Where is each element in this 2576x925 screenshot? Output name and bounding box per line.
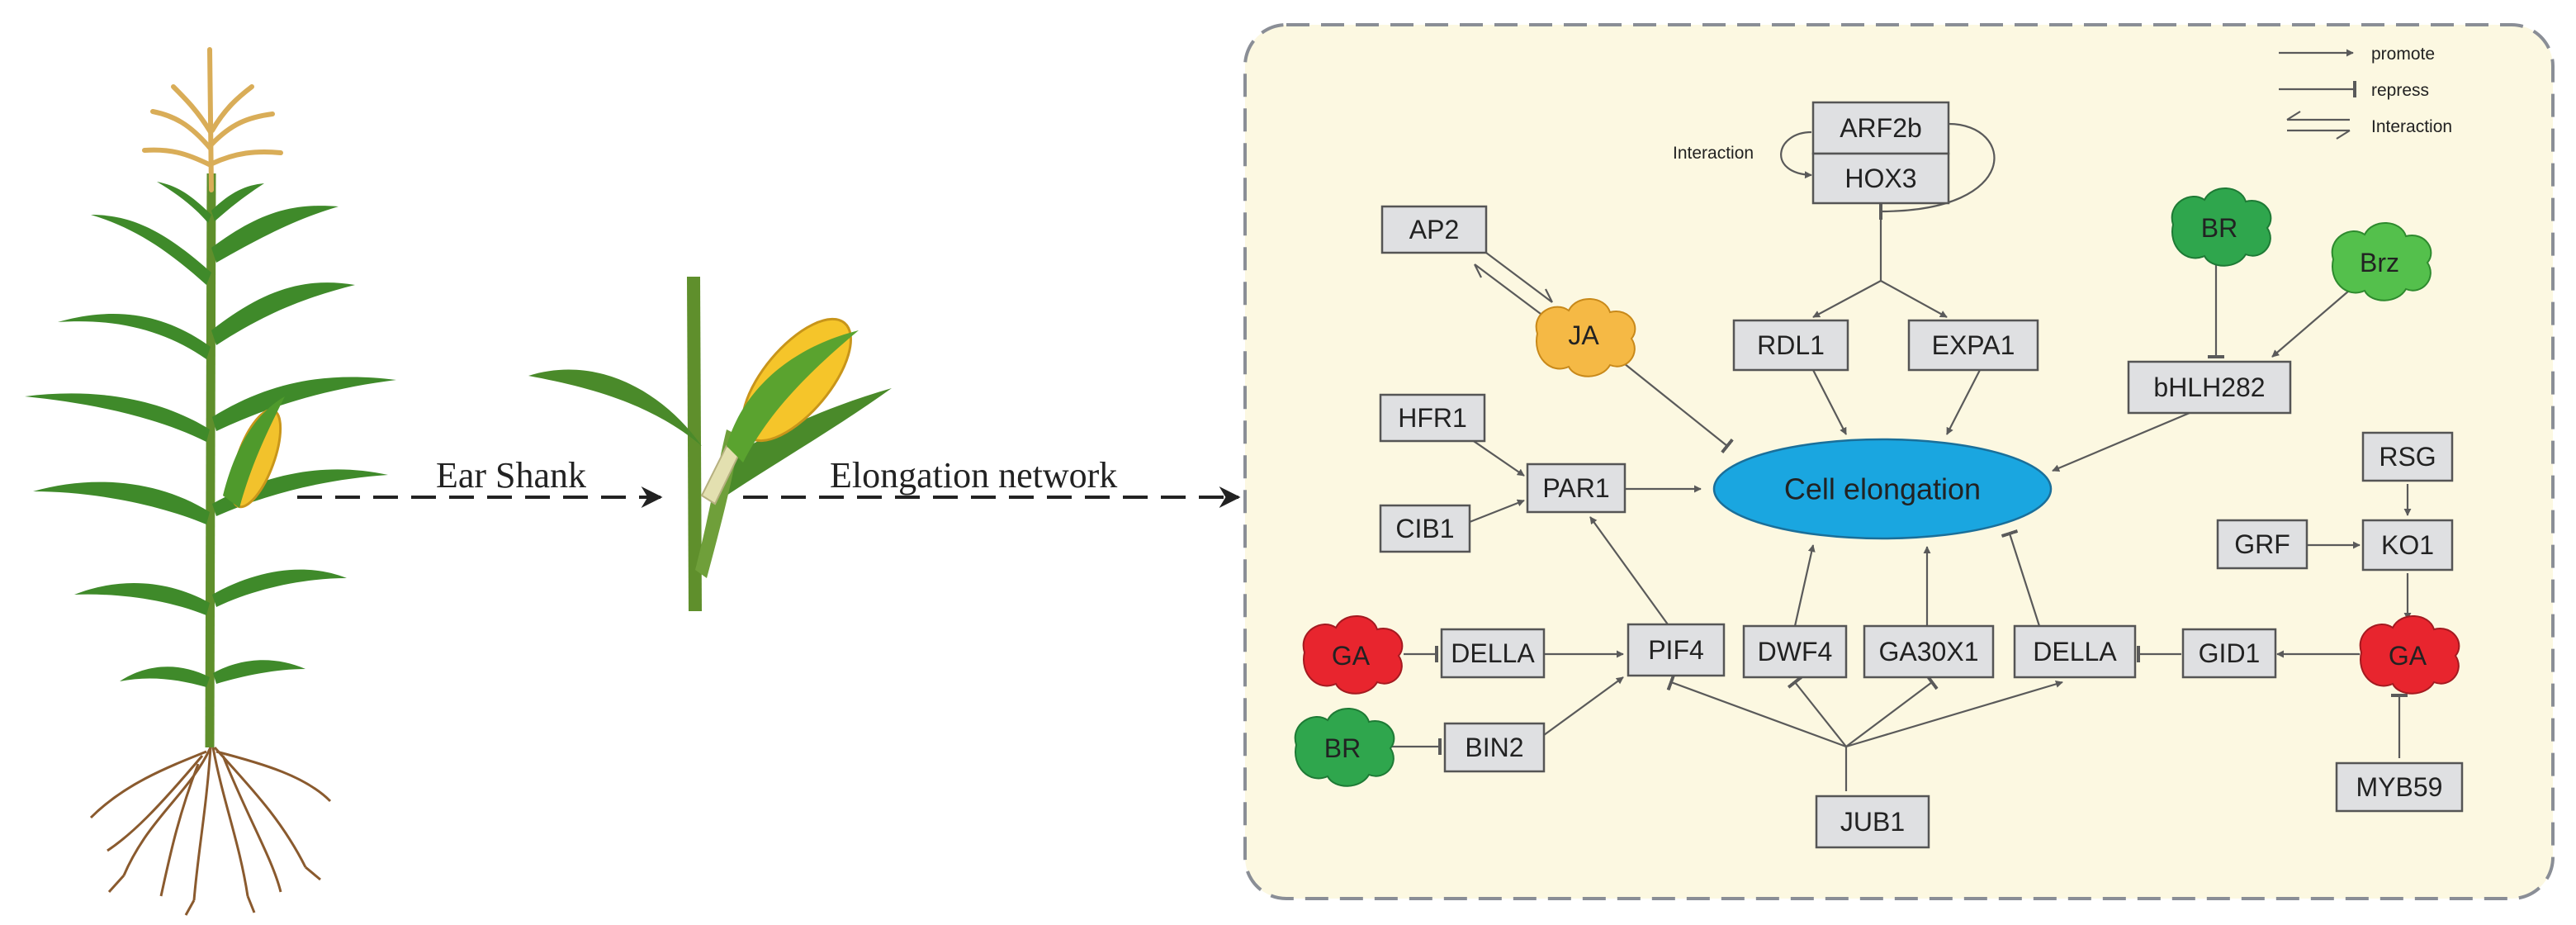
gene-ga30x1: GA30X1 xyxy=(1863,624,1995,679)
maize-plant-illustration xyxy=(25,47,396,916)
edge-expa1-cell xyxy=(1946,369,1981,435)
gene-par1-label: PAR1 xyxy=(1542,473,1609,503)
leaves-icon xyxy=(25,182,396,687)
gene-rsg: RSG xyxy=(2361,431,2454,482)
edge-jub1-repress-ga30x1 xyxy=(1845,674,1939,747)
edge-hox3-rdl1 xyxy=(1812,280,1882,318)
gene-par1: PAR1 xyxy=(1526,462,1627,514)
gene-arf2b-label: ARF2b xyxy=(1840,113,1922,143)
edge-rdl1-cell xyxy=(1812,369,1847,435)
hormone-ja-label: JA xyxy=(1568,320,1599,350)
gene-cib1: CIB1 xyxy=(1379,504,1471,553)
gene-della-left-label: DELLA xyxy=(1451,638,1535,668)
edge-cib1-par1 xyxy=(1469,499,1525,524)
legend-interaction-symbol-top xyxy=(2286,111,2350,121)
edge-della-repress-cell xyxy=(2001,529,2041,627)
hormone-ga-right-label: GA xyxy=(2389,641,2427,671)
gene-dwf4: DWF4 xyxy=(1742,624,1848,679)
cell-elongation-node: Cell elongation xyxy=(1712,438,2053,540)
network-edges xyxy=(1390,122,2412,791)
edge-hox3-expa1 xyxy=(1880,280,1948,318)
gene-ap2: AP2 xyxy=(1380,205,1488,254)
gene-gid1-label: GID1 xyxy=(2199,638,2261,668)
gene-myb59-label: MYB59 xyxy=(2356,772,2443,802)
gene-bhlh282: bHLH282 xyxy=(2127,360,2292,415)
edge-arf2b-repress-hox3 xyxy=(1878,122,1996,221)
gene-bhlh282-label: bHLH282 xyxy=(2153,372,2265,402)
legend: promote repress Interaction xyxy=(2279,45,2452,140)
edge-brz-bhlh282 xyxy=(2271,285,2356,358)
edge-pif4-par1 xyxy=(1589,516,1669,625)
ear-shank-illustration xyxy=(528,276,892,612)
gene-expa1-label: EXPA1 xyxy=(1932,330,2015,360)
tassel-icon xyxy=(142,47,283,192)
gene-della-right-label: DELLA xyxy=(2033,637,2117,666)
edge-bin2-pif4 xyxy=(1543,676,1624,736)
gene-hfr1-label: HFR1 xyxy=(1398,403,1467,433)
gene-hox3: HOX3 xyxy=(1811,152,1950,205)
edge-hfr1-par1 xyxy=(1466,435,1525,477)
hormone-ga-left-label: GA xyxy=(1332,641,1371,671)
edge-bhlh282-cell xyxy=(2052,411,2190,472)
gene-ap2-label: AP2 xyxy=(1409,215,1459,244)
legend-promote-label: promote xyxy=(2371,45,2435,64)
edge-arf2b-hox3-interaction xyxy=(1780,130,1812,179)
gene-hox3-label: HOX3 xyxy=(1844,164,1916,193)
edge-jub1-repress-dwf4 xyxy=(1787,676,1847,747)
gene-jub1: JUB1 xyxy=(1815,795,1930,849)
hormone-br-bottom: BR xyxy=(1294,708,1395,787)
corn-ear-icon xyxy=(223,396,285,509)
elongation-network-label: Elongation network xyxy=(830,455,1117,496)
gene-rdl1: RDL1 xyxy=(1732,319,1849,372)
hormone-br-top: BR xyxy=(2171,187,2272,267)
gene-rsg-label: RSG xyxy=(2379,442,2436,472)
gene-ko1: KO1 xyxy=(2361,519,2454,572)
gene-bin2-label: BIN2 xyxy=(1465,733,1523,762)
edge-ap2-ja-interaction-b xyxy=(1474,263,1541,315)
interaction-label: Interaction xyxy=(1673,144,1754,163)
hormone-br-bottom-label: BR xyxy=(1324,733,1361,763)
hormone-brz: Brz xyxy=(2331,222,2432,301)
hormone-ja: JA xyxy=(1535,298,1636,377)
edge-ja-repress-cell xyxy=(1619,359,1734,454)
gene-pif4-label: PIF4 xyxy=(1648,635,1704,665)
gene-jub1-label: JUB1 xyxy=(1840,807,1905,837)
gene-arf2b: ARF2b xyxy=(1811,101,1950,155)
roots-icon xyxy=(89,747,332,916)
gene-rdl1-label: RDL1 xyxy=(1757,330,1825,360)
hormone-nodes: JA BR Brz GA BR GA xyxy=(1294,187,2460,787)
gene-grf-label: GRF xyxy=(2234,529,2290,559)
legend-interaction-label: Interaction xyxy=(2371,117,2452,136)
gene-dwf4-label: DWF4 xyxy=(1758,637,1833,666)
gene-nodes: ARF2b HOX3 AP2 RDL1 EXPA1 bHLH282 HFR1 P… xyxy=(1379,101,2464,849)
gene-ga30x1-label: GA30X1 xyxy=(1879,637,1979,666)
gene-myb59: MYB59 xyxy=(2335,761,2464,813)
edge-dwf4-cell xyxy=(1793,544,1816,627)
edge-ap2-ja-interaction-a xyxy=(1485,252,1553,303)
legend-interaction-symbol-bottom xyxy=(2287,129,2351,140)
gene-hfr1: HFR1 xyxy=(1379,393,1486,443)
hormone-br-top-label: BR xyxy=(2201,213,2237,243)
legend-repress-label: repress xyxy=(2371,81,2429,100)
gene-cib1-label: CIB1 xyxy=(1395,514,1454,543)
edge-jub1-della xyxy=(1845,680,2063,748)
hormone-ga-left: GA xyxy=(1302,615,1404,695)
gene-della-left: DELLA xyxy=(1440,628,1546,679)
gene-della-right: DELLA xyxy=(2013,624,2137,679)
gene-grf: GRF xyxy=(2216,519,2308,570)
ear-shank-label: Ear Shank xyxy=(436,455,586,496)
cell-elongation-label: Cell elongation xyxy=(1784,472,1981,506)
hormone-ga-right: GA xyxy=(2359,615,2460,695)
hormone-brz-label: Brz xyxy=(2360,248,2399,278)
edge-jub1-repress-pif4 xyxy=(1666,673,1847,748)
gene-bin2: BIN2 xyxy=(1443,722,1546,773)
gene-ko1-label: KO1 xyxy=(2381,530,2434,560)
gene-pif4: PIF4 xyxy=(1627,623,1726,677)
gene-gid1: GID1 xyxy=(2181,628,2277,679)
gene-expa1: EXPA1 xyxy=(1907,319,2039,372)
